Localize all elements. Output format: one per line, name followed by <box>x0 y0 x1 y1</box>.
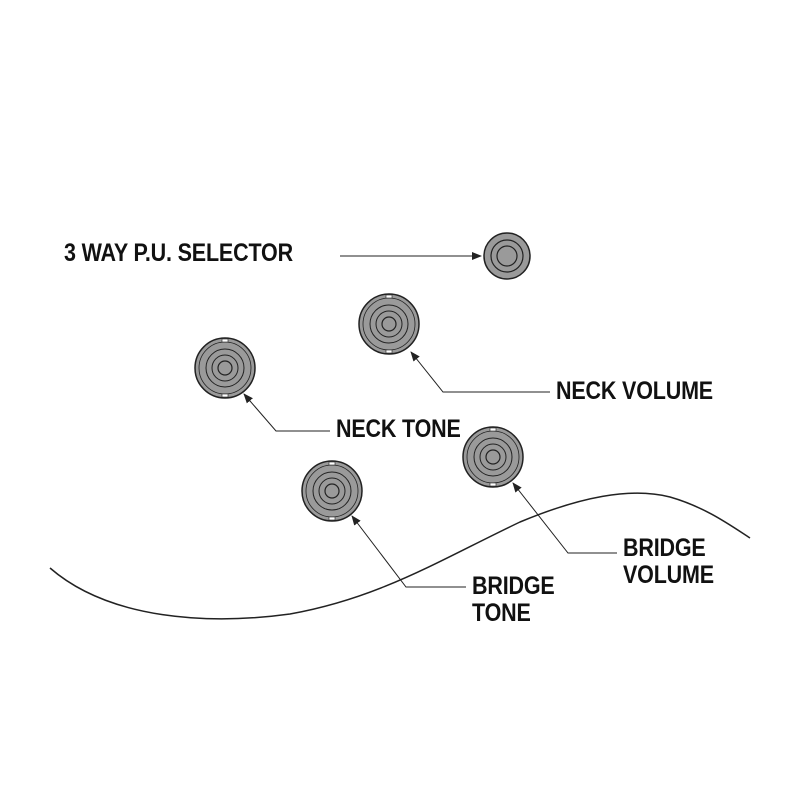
selector-label-text: 3 WAY P.U. SELECTOR <box>64 239 293 267</box>
bridge-tone-knob[interactable] <box>301 460 363 522</box>
bridge-volume-label-line1: BRIDGE <box>623 534 706 562</box>
neck-volume-leader-line <box>410 351 550 393</box>
bridge-tone-label: BRIDGE TONE <box>472 573 555 627</box>
bridge-volume-label-line2: VOLUME <box>623 561 714 589</box>
bridge-volume-label: BRIDGE VOLUME <box>623 535 714 589</box>
neck-tone-leader-line <box>243 393 330 432</box>
bridge-volume-knob[interactable] <box>462 426 524 488</box>
neck-volume-label: NECK VOLUME <box>556 378 713 405</box>
selector-label: 3 WAY P.U. SELECTOR <box>64 240 293 267</box>
bridge-tone-label-line1: BRIDGE <box>472 572 555 600</box>
neck-tone-knob[interactable] <box>194 337 256 399</box>
bridge-tone-label-line2: TONE <box>472 599 531 627</box>
neck-tone-label-text: NECK TONE <box>336 415 461 443</box>
pickup-selector-knob[interactable] <box>483 232 531 280</box>
neck-volume-label-text: NECK VOLUME <box>556 377 713 405</box>
neck-volume-knob[interactable] <box>358 293 420 355</box>
neck-tone-label: NECK TONE <box>336 416 461 443</box>
guitar-body-outline <box>49 492 751 620</box>
bridge-volume-leader-line <box>512 482 617 554</box>
bridge-tone-leader-line <box>351 515 466 588</box>
